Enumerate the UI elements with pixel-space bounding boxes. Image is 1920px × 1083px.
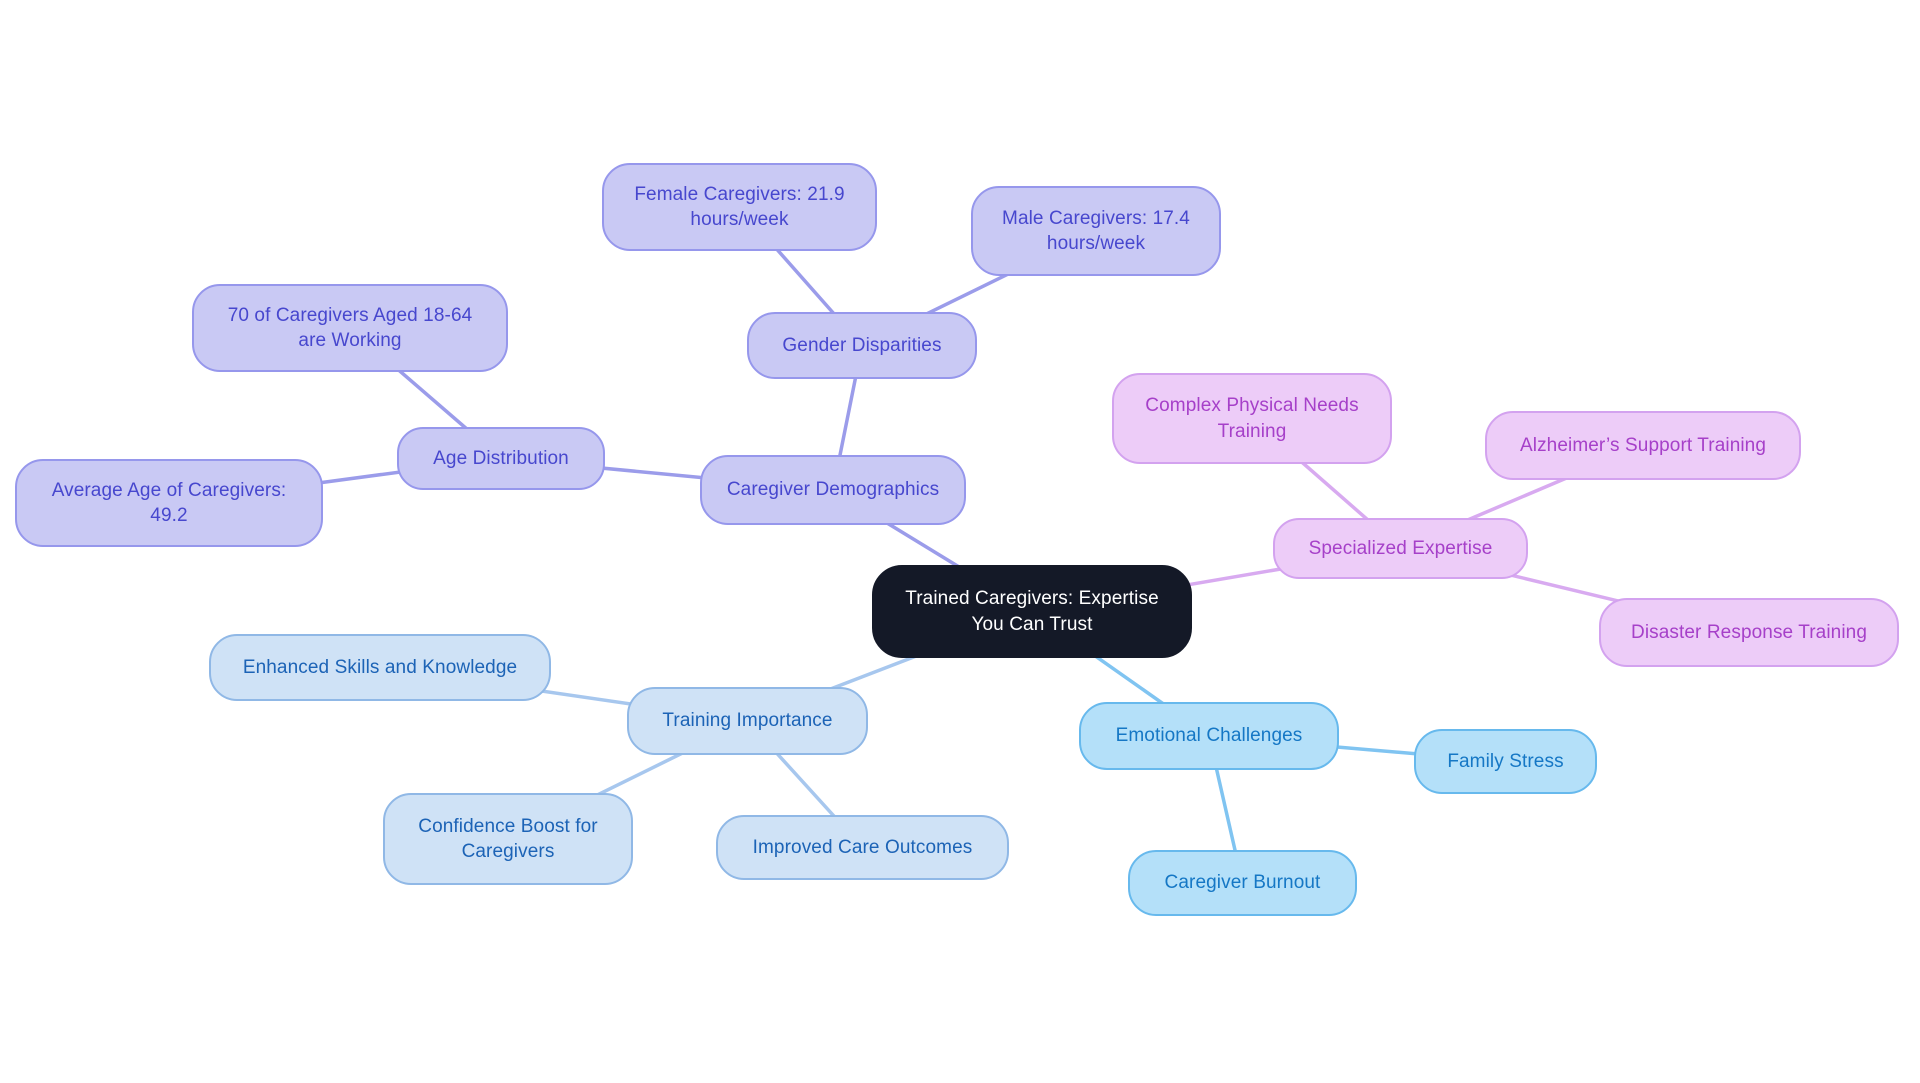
- node-central[interactable]: Trained Caregivers: Expertise You Can Tr…: [872, 565, 1192, 658]
- node-male[interactable]: Male Caregivers: 17.4 hours/week: [971, 186, 1221, 276]
- node-alzheimers[interactable]: Alzheimer’s Support Training: [1485, 411, 1801, 480]
- node-seventy[interactable]: 70 of Caregivers Aged 18-64 are Working: [192, 284, 508, 372]
- node-emotional[interactable]: Emotional Challenges: [1079, 702, 1339, 770]
- node-family[interactable]: Family Stress: [1414, 729, 1597, 794]
- node-disaster[interactable]: Disaster Response Training: [1599, 598, 1899, 667]
- node-training[interactable]: Training Importance: [627, 687, 868, 755]
- node-enhanced[interactable]: Enhanced Skills and Knowledge: [209, 634, 551, 701]
- node-specialized[interactable]: Specialized Expertise: [1273, 518, 1528, 579]
- node-improved[interactable]: Improved Care Outcomes: [716, 815, 1009, 880]
- node-avgage[interactable]: Average Age of Caregivers: 49.2: [15, 459, 323, 547]
- node-age[interactable]: Age Distribution: [397, 427, 605, 490]
- node-burnout[interactable]: Caregiver Burnout: [1128, 850, 1357, 916]
- node-gender[interactable]: Gender Disparities: [747, 312, 977, 379]
- node-confidence[interactable]: Confidence Boost for Caregivers: [383, 793, 633, 885]
- node-demographics[interactable]: Caregiver Demographics: [700, 455, 966, 525]
- node-female[interactable]: Female Caregivers: 21.9 hours/week: [602, 163, 877, 251]
- node-complex[interactable]: Complex Physical Needs Training: [1112, 373, 1392, 464]
